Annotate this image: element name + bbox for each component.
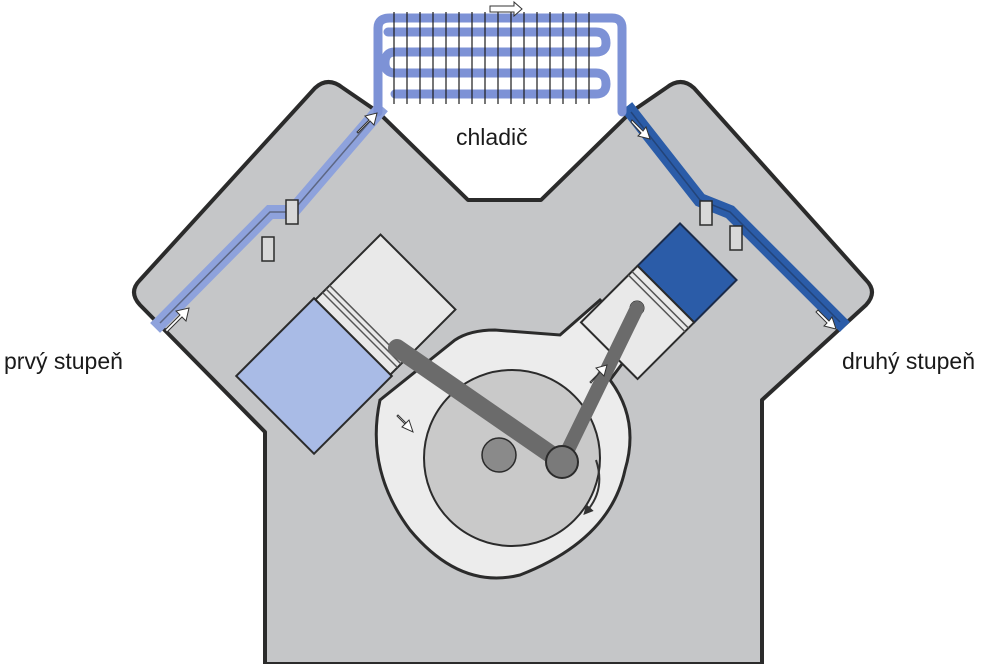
left-channel-flow-arrow: [356, 112, 378, 134]
piston-down-arrow: [396, 414, 414, 433]
first-stage-piston: [314, 233, 457, 376]
rotation-arrow: [583, 459, 601, 515]
first-stage-cylinder: [234, 233, 457, 456]
valves: [261, 199, 743, 262]
first-stage-intake-valve: [261, 236, 275, 262]
first-stage-label: prvý stupeň: [4, 348, 123, 374]
cooler-pipe: [373, 13, 627, 117]
crankshaft-hub: [481, 437, 517, 473]
piston-up-arrow: [589, 364, 608, 384]
second-stage-discharge-valve: [729, 225, 743, 251]
second-stage-intake-valve: [699, 200, 713, 226]
outlet-flow-arrow: [815, 309, 837, 330]
first-stage-discharge-valve: [285, 199, 299, 225]
second-stage-label: druhý stupeň: [842, 348, 975, 374]
cooler-flow-arrow: [489, 0, 523, 18]
right-channel-flow-arrow: [630, 119, 651, 140]
flow-arrows: [164, 112, 837, 333]
crank-pin: [545, 445, 579, 479]
cooler-fins: [393, 12, 590, 104]
second-stage-rod: [555, 301, 644, 469]
inlet-flow-arrow: [164, 307, 190, 333]
cooler-label: chladič: [456, 124, 528, 150]
first-stage-rod: [388, 339, 571, 471]
